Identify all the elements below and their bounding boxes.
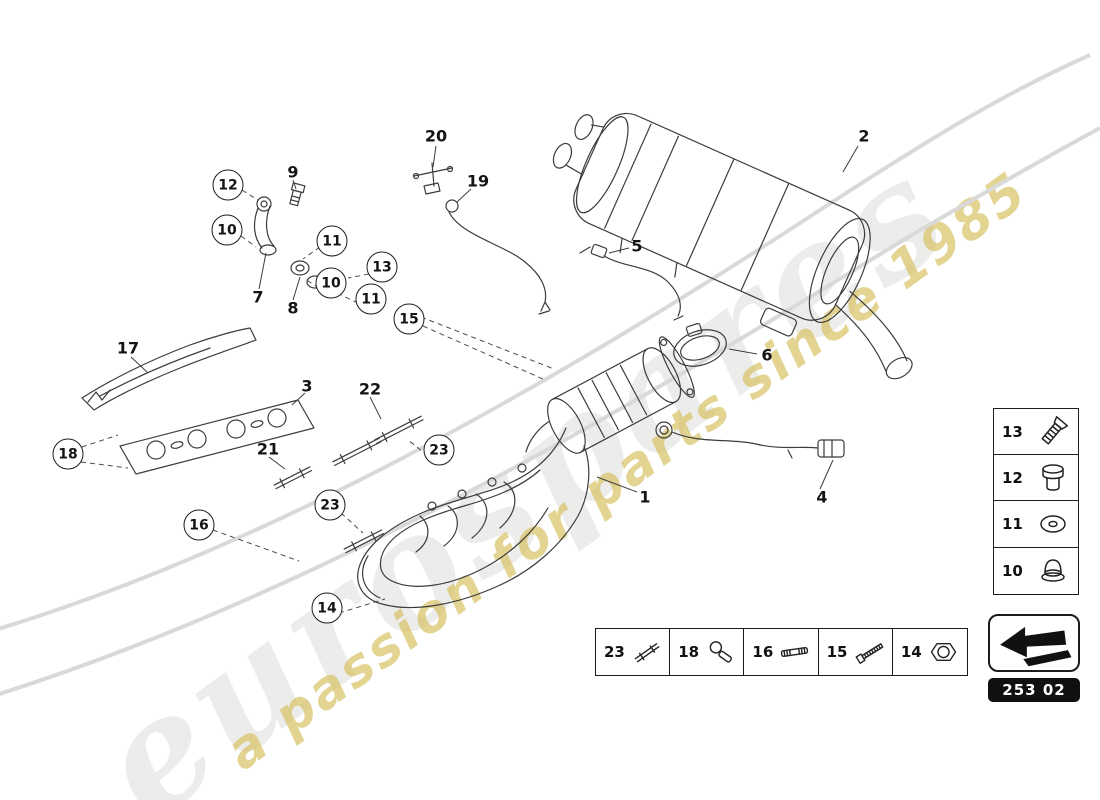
callout-9[interactable]: 9 — [287, 162, 299, 182]
callout-6[interactable]: 6 — [761, 345, 773, 365]
callout-12[interactable]: 12 — [212, 169, 244, 201]
legend-item-12[interactable]: 12 — [993, 454, 1079, 503]
legend-item-11[interactable]: 11 — [993, 500, 1079, 549]
side-legend: 13 12 11 — [993, 408, 1079, 595]
bottom-legend: 23 18 16 — [595, 628, 968, 676]
brand-box — [988, 614, 1080, 672]
callout-17[interactable]: 17 — [116, 338, 140, 358]
rod-icon — [634, 643, 660, 663]
gasket-artwork — [119, 399, 315, 475]
leader-lines — [80, 145, 859, 614]
legend-number: 15 — [826, 643, 848, 661]
callout-7[interactable]: 7 — [252, 287, 264, 307]
legend-number: 16 — [752, 643, 774, 661]
washer-icon — [1040, 515, 1066, 534]
callout-14[interactable]: 14 — [311, 592, 343, 624]
legend-number: 23 — [604, 643, 625, 661]
callout-16[interactable]: 16 — [183, 509, 215, 541]
legend-number: 13 — [1002, 423, 1023, 441]
ball-stud-icon — [709, 641, 733, 663]
legend-number: 11 — [1002, 515, 1023, 534]
legend-item-10[interactable]: 10 — [993, 546, 1079, 595]
callout-5[interactable]: 5 — [631, 236, 643, 256]
studs-artwork — [273, 415, 424, 554]
callout-18[interactable]: 18 — [52, 438, 84, 470]
callout-21[interactable]: 21 — [256, 439, 280, 459]
hex-nut-icon — [930, 642, 957, 662]
callout-4[interactable]: 4 — [816, 487, 828, 507]
sensor-5-artwork — [579, 243, 684, 321]
callout-20[interactable]: 20 — [424, 126, 448, 146]
sensor-4-artwork — [655, 421, 845, 459]
callout-10[interactable]: 10 — [211, 214, 243, 246]
callout-8[interactable]: 8 — [287, 298, 299, 318]
part-code-badge: 253 02 — [988, 678, 1080, 702]
cap-nut-icon — [1041, 558, 1065, 582]
legend-item-23[interactable]: 23 — [595, 628, 671, 676]
callout-23[interactable]: 23 — [314, 489, 346, 521]
stud-icon — [781, 646, 809, 658]
callout-22[interactable]: 22 — [358, 379, 382, 399]
arrow-logo-icon — [1000, 626, 1072, 667]
plug-icon — [1042, 464, 1064, 491]
callout-15[interactable]: 15 — [393, 303, 425, 335]
legend-item-14[interactable]: 14 — [891, 628, 968, 676]
callout-3[interactable]: 3 — [301, 376, 313, 396]
legend-item-15[interactable]: 15 — [817, 628, 894, 676]
legend-item-18[interactable]: 18 — [669, 628, 746, 676]
callout-19[interactable]: 19 — [466, 171, 490, 191]
heat-shield-artwork — [81, 327, 257, 411]
hex-bolt-icon — [1041, 416, 1069, 445]
long-bolt-icon — [855, 643, 884, 664]
legend-number: 10 — [1002, 561, 1023, 580]
legend-number: 12 — [1002, 469, 1023, 488]
callout-2[interactable]: 2 — [858, 126, 870, 146]
legend-item-13[interactable]: 13 — [993, 408, 1079, 456]
callout-23[interactable]: 23 — [423, 434, 455, 466]
callout-1[interactable]: 1 — [639, 487, 651, 507]
legend-item-16[interactable]: 16 — [743, 628, 820, 676]
callout-10[interactable]: 10 — [315, 267, 347, 299]
catalytic-converter-artwork — [525, 336, 695, 454]
callout-13[interactable]: 13 — [366, 251, 398, 283]
legend-number: 18 — [678, 643, 700, 661]
callout-11[interactable]: 11 — [355, 283, 387, 315]
muffler-artwork — [552, 112, 913, 380]
callout-11[interactable]: 11 — [316, 225, 348, 257]
legend-number: 14 — [900, 643, 922, 661]
clamp-artwork — [673, 322, 727, 367]
downpipe-shield-artwork — [357, 427, 590, 609]
hardware-cluster-artwork — [253, 182, 324, 289]
sensor-19-artwork — [412, 162, 551, 315]
swoosh-curves — [0, 53, 1100, 696]
